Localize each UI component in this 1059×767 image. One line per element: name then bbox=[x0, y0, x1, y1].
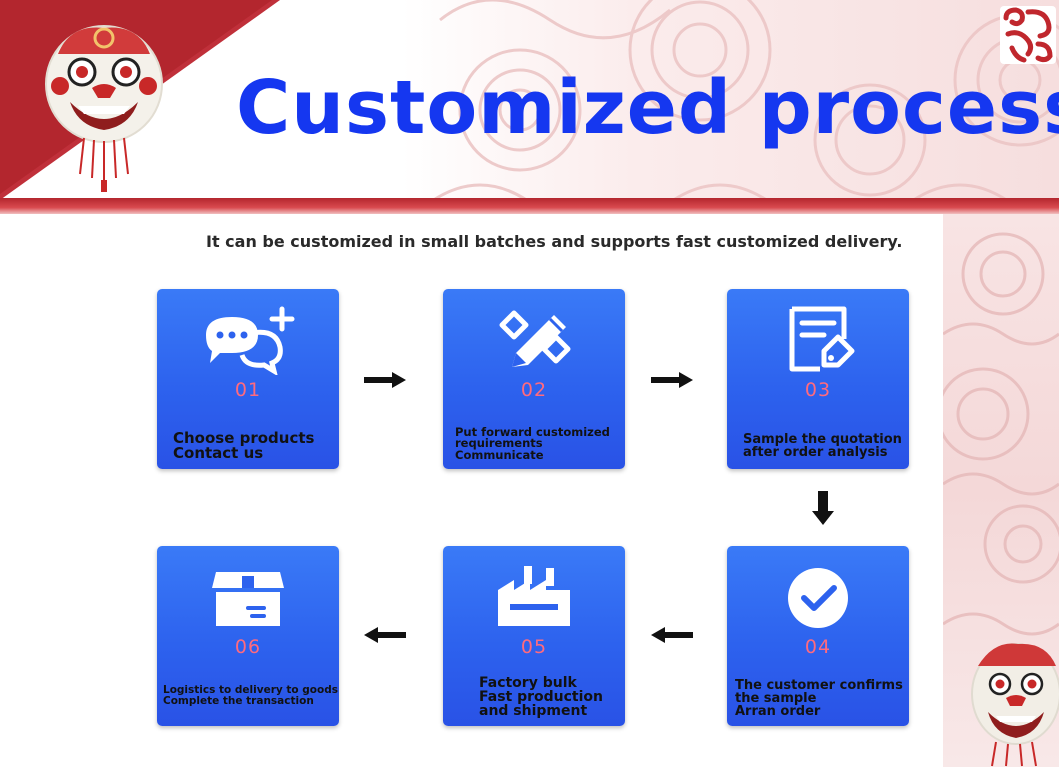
step-label-line: Complete the transaction bbox=[163, 694, 314, 707]
step-card-03: 03 Sample the quotation after order anal… bbox=[727, 289, 909, 469]
lion-head-decoration bbox=[971, 643, 1059, 767]
chinese-knot-ornament bbox=[1000, 6, 1056, 64]
step-label-line: Put forward customized bbox=[455, 424, 610, 439]
step-label-line: The customer confirms bbox=[735, 678, 903, 693]
step-label: Factory bulk Fast production and shipmen… bbox=[479, 676, 617, 718]
step-label-line: Contact us bbox=[173, 444, 264, 462]
cloud-pattern-decoration bbox=[943, 232, 1059, 636]
step-label-line: the sample bbox=[735, 691, 817, 706]
step-number: 01 bbox=[234, 379, 262, 401]
step-label-line: Arran order bbox=[735, 704, 821, 719]
chat-bubbles-plus-icon bbox=[206, 306, 295, 375]
step-number: 02 bbox=[520, 379, 548, 401]
step-number: 05 bbox=[520, 636, 548, 658]
arrow-left-icon bbox=[651, 627, 693, 643]
step-label-line: and shipment bbox=[479, 703, 588, 719]
step-label: Choose products Contact us bbox=[173, 431, 331, 461]
step-card-05: 05 Factory bulk Fast production and ship… bbox=[443, 546, 625, 726]
page-title: Customized process bbox=[236, 65, 1059, 151]
check-circle-icon bbox=[788, 568, 848, 628]
step-label: Sample the quotation after order analysi… bbox=[743, 432, 902, 460]
step-label-line: Communicate bbox=[455, 447, 544, 462]
step-label-line: requirements bbox=[455, 436, 543, 450]
step-number: 06 bbox=[234, 636, 262, 658]
red-divider-band bbox=[0, 198, 1059, 214]
step-card-04: 04 The customer confirms the sample Arra… bbox=[727, 546, 909, 726]
factory-icon bbox=[498, 566, 570, 626]
document-tag-icon bbox=[789, 306, 855, 372]
box-icon bbox=[212, 572, 284, 626]
step-label: Logistics to delivery to goods Complete … bbox=[163, 684, 338, 707]
step-label-line: Sample the quotation bbox=[743, 432, 902, 447]
step-label-line: Factory bulk bbox=[479, 675, 577, 691]
step-card-06: 06 Logistics to delivery to goods Comple… bbox=[157, 546, 339, 726]
process-subtitle: It can be customized in small batches an… bbox=[206, 232, 903, 251]
step-label-line: Logistics to delivery to goods bbox=[163, 684, 338, 696]
step-number: 03 bbox=[804, 379, 832, 401]
step-label-line: Fast production bbox=[479, 689, 603, 705]
pencil-ruler-icon bbox=[499, 310, 571, 367]
lion-head-logo bbox=[45, 25, 163, 192]
arrow-right-icon bbox=[651, 372, 693, 388]
step-card-02: 02 Put forward customized requirements C… bbox=[443, 289, 625, 469]
step-label-line: Choose products bbox=[173, 429, 315, 447]
step-label: Put forward customized requirements Comm… bbox=[455, 424, 617, 462]
arrow-down-icon bbox=[812, 491, 834, 525]
arrow-left-icon bbox=[364, 627, 406, 643]
arrow-right-icon bbox=[364, 372, 406, 388]
step-card-01: 01 Choose products Contact us bbox=[157, 289, 339, 469]
step-label: The customer confirms the sample Arran o… bbox=[735, 678, 903, 719]
step-number: 04 bbox=[804, 636, 832, 658]
step-label-line: after order analysis bbox=[743, 445, 888, 460]
